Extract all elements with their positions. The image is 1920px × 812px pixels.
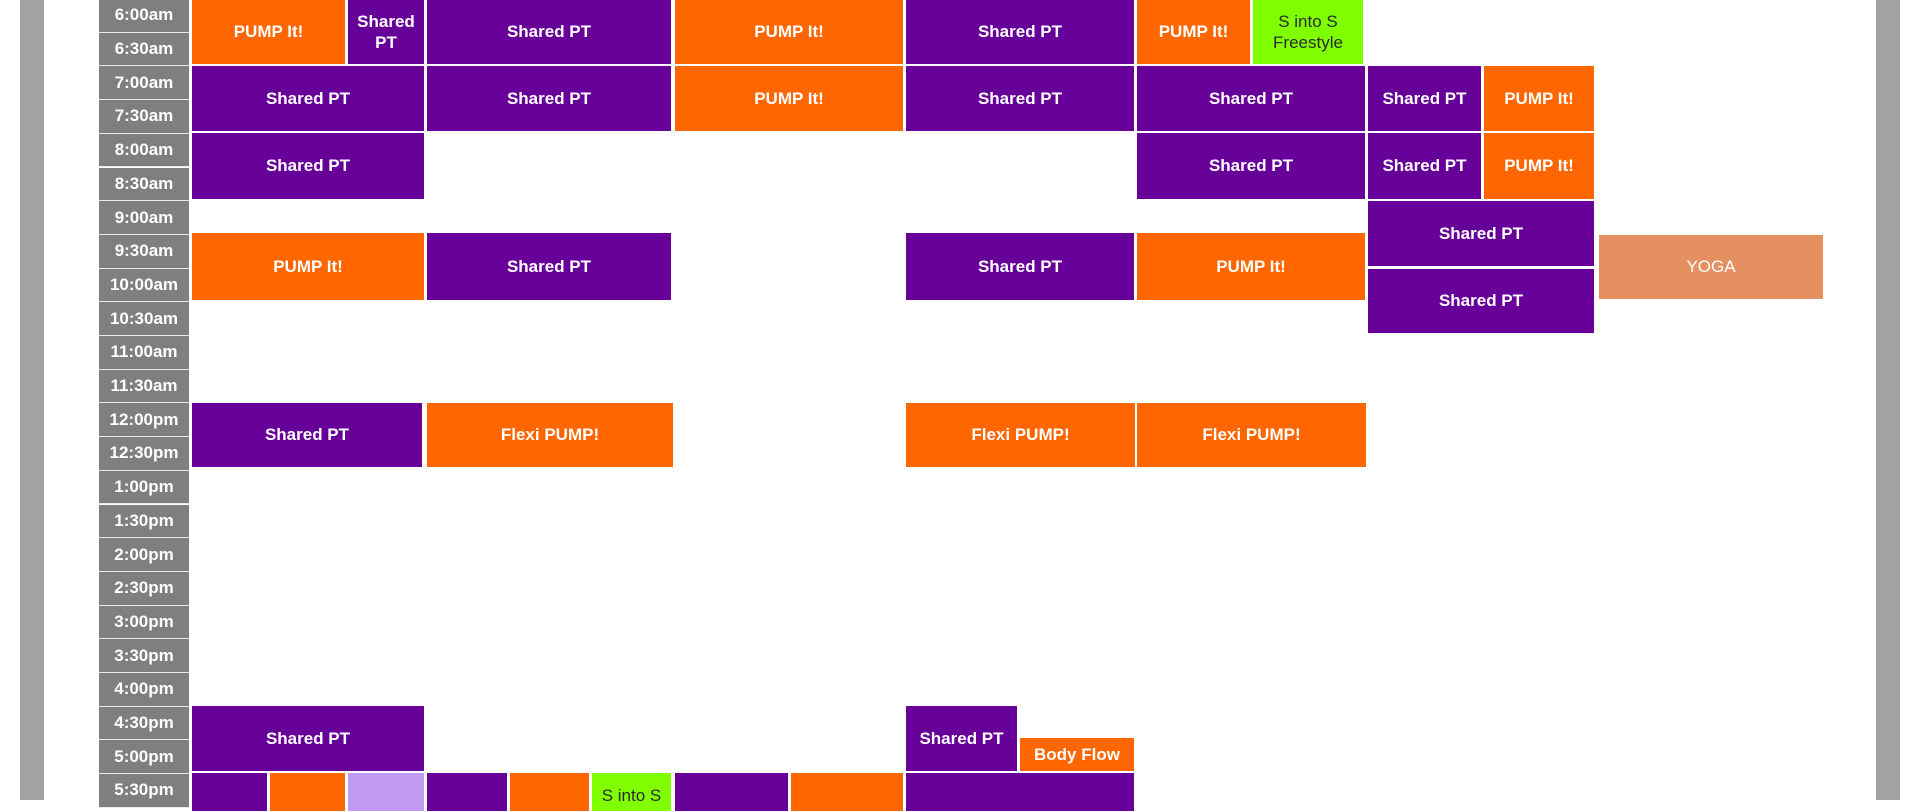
shared-pt-class[interactable]: Shared PT xyxy=(1136,132,1366,200)
time-slot-label: 8:30am xyxy=(99,167,189,202)
shared-pt-class[interactable]: Shared PT xyxy=(905,65,1135,132)
time-slot-label: 8:00am xyxy=(99,133,189,168)
time-slot-label: 3:00pm xyxy=(99,605,189,640)
time-slot-label: 11:00am xyxy=(99,336,189,370)
time-slot-label: 1:30pm xyxy=(99,504,189,539)
yoga-class[interactable]: YOGA xyxy=(1598,234,1824,300)
shared-pt-class[interactable]: Shared PT xyxy=(191,132,425,200)
time-slot-label: 9:30am xyxy=(99,234,189,269)
time-slot-label: 10:00am xyxy=(99,268,189,303)
shared-pt-class[interactable]: Shared PT xyxy=(905,0,1135,65)
shared-pt-class[interactable]: Shared PT xyxy=(1367,65,1482,132)
shared-pt-class[interactable] xyxy=(905,772,1135,812)
time-slot-label: 1:00pm xyxy=(99,470,189,505)
pump-class[interactable]: Flexi PUMP! xyxy=(426,402,674,468)
shared-pt-class[interactable]: Shared PT xyxy=(426,0,672,65)
shared-pt-class[interactable]: Shared PT xyxy=(426,65,672,132)
pump-class[interactable]: PUMP It! xyxy=(1483,132,1595,200)
page-frame-left xyxy=(20,0,44,800)
page-frame-right xyxy=(1876,0,1900,800)
time-slot-label: 6:00am xyxy=(99,0,189,33)
shared-pt-class[interactable] xyxy=(674,772,789,812)
time-slot-label: 5:00pm xyxy=(99,740,189,775)
time-slot-label: 9:00am xyxy=(99,201,189,235)
time-slot-label: 5:30pm xyxy=(99,774,189,808)
shared-pt-class[interactable] xyxy=(191,772,268,812)
shared-pt-class[interactable] xyxy=(426,772,508,812)
time-slot-label: 6:30am xyxy=(99,32,189,67)
pump-class[interactable] xyxy=(790,772,904,812)
time-slot-label: 10:30am xyxy=(99,302,189,336)
shared-pt-class[interactable]: Shared PT xyxy=(1367,200,1595,267)
pump-class[interactable]: PUMP It! xyxy=(191,0,346,65)
time-slot-label: 11:30am xyxy=(99,369,189,404)
s-into-s-class[interactable]: S into S Freestyle xyxy=(1252,0,1364,65)
pump-class[interactable]: PUMP It! xyxy=(191,232,425,301)
shared-pt-class[interactable]: Shared PT xyxy=(1136,65,1366,132)
shared-pt-class[interactable]: Shared PT xyxy=(191,65,425,132)
pump-class[interactable] xyxy=(509,772,590,812)
shared-pt-class[interactable]: Shared PT xyxy=(426,232,672,301)
time-slot-label: 2:30pm xyxy=(99,571,189,606)
class-block-lavender[interactable] xyxy=(347,772,425,812)
pump-class[interactable]: Flexi PUMP! xyxy=(905,402,1136,468)
time-slot-label: 7:00am xyxy=(99,66,189,101)
time-slot-label: 3:30pm xyxy=(99,639,189,673)
time-slot-label: 2:00pm xyxy=(99,538,189,572)
pump-class[interactable]: PUMP It! xyxy=(674,0,904,65)
shared-pt-class[interactable]: Shared PT xyxy=(1367,268,1595,334)
pump-class[interactable]: PUMP It! xyxy=(1136,0,1251,65)
shared-pt-class[interactable]: Shared PT xyxy=(191,705,425,772)
time-slot-label: 12:00pm xyxy=(99,403,189,438)
shared-pt-class[interactable]: Shared PT xyxy=(347,0,425,65)
pump-class[interactable]: PUMP It! xyxy=(1136,232,1366,301)
pump-class[interactable]: PUMP It! xyxy=(674,65,904,132)
shared-pt-class[interactable]: Shared PT xyxy=(905,232,1135,301)
time-slot-label: 7:30am xyxy=(99,100,189,134)
s-into-s-class[interactable]: S into S xyxy=(591,772,672,812)
pump-class[interactable]: PUMP It! xyxy=(1483,65,1595,132)
pump-class[interactable] xyxy=(269,772,346,812)
time-slot-label: 4:00pm xyxy=(99,673,189,707)
shared-pt-class[interactable]: Shared PT xyxy=(191,402,423,468)
shared-pt-class[interactable]: Shared PT xyxy=(1367,132,1482,200)
pump-class[interactable]: Body Flow xyxy=(1019,737,1135,772)
time-slot-label: 4:30pm xyxy=(99,706,189,741)
time-slot-label: 12:30pm xyxy=(99,437,189,471)
pump-class[interactable]: Flexi PUMP! xyxy=(1136,402,1367,468)
shared-pt-class[interactable]: Shared PT xyxy=(905,705,1018,772)
